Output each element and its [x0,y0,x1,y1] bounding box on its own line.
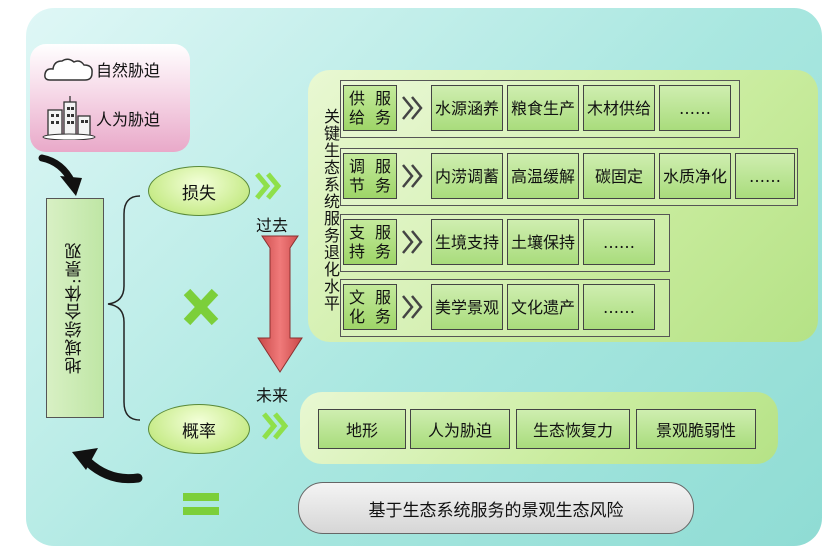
service-item-text: 生境 [434,232,467,252]
service-item-text: 生产 [543,98,576,118]
service-item-text: 水源 [434,98,467,118]
service-item: 美学景观 [431,284,503,330]
result-label: 基于生态系统服务的景观生态风险 [368,500,624,521]
service-item-text: 供给 [619,98,652,118]
probability-ellipse: 概率 [148,404,250,454]
cloud-icon [44,58,93,81]
curved-arrow-up-icon [83,457,143,484]
probability-factor: 生态恢复力 [516,409,630,449]
probability-factor: 景观脆弱性 [636,409,756,449]
probability-label: 概率 [182,421,216,442]
chevron-right-icon [402,96,423,120]
time-arrow-icon [257,235,303,373]
service-item: 碳固定 [583,153,655,199]
landscape-box: 地域综合体:景观 [46,198,104,418]
service-item-text: …… [603,232,635,252]
service-item-text: 高温 [510,166,543,186]
service-item-text: 木材 [586,98,619,118]
service-item: 木材供给 [583,85,655,131]
service-item: 高温缓解 [507,153,579,199]
probability-factor: 地形 [318,409,406,449]
service-panel-title: 关键生态系统服务退化水平 [321,108,340,312]
chevron-right-icon [255,172,282,200]
service-category-text: 供给 [348,89,365,127]
service-category-text: 支持 [348,223,365,261]
service-item-text: 遗产 [543,297,576,317]
probability-factor: 人为胁迫 [410,409,510,449]
service-category: 供给服务 [343,85,397,131]
curved-arrow-up-head-icon [72,448,98,470]
service-item-text: 土壤 [510,232,543,252]
service-item: 水源涵养 [431,85,503,131]
brace-icon [107,195,141,421]
human-stress-label: 人为胁迫 [96,110,161,129]
service-category-text: 文化 [348,288,365,326]
service-item: 水质净化 [659,153,731,199]
city-icon [42,96,96,140]
human-stress-row: 人为胁迫 [42,96,160,140]
multiply-icon [183,288,219,326]
service-category-text: 服务 [374,223,391,261]
service-item-text: 缓解 [543,166,576,186]
service-item-text: …… [749,166,781,186]
service-row: 供给服务水源涵养粮食生产木材供给…… [340,80,740,138]
service-item: 文化遗产 [507,284,579,330]
service-item-text: 支持 [467,232,500,252]
service-row: 文化服务美学景观文化遗产…… [340,279,670,337]
service-category-text: 服务 [374,157,391,195]
service-item-text: 水质 [662,166,695,186]
equals-icon [183,493,219,515]
service-category: 文化服务 [343,284,397,330]
future-label: 未来 [256,386,289,405]
loss-ellipse: 损失 [148,166,250,216]
service-item: 生境支持 [431,219,503,265]
service-category: 调节服务 [343,153,397,199]
natural-stress-row: 自然胁迫 [42,54,160,84]
chevron-right-icon [402,295,423,319]
service-row: 支持服务生境支持土壤保持…… [340,214,670,272]
service-item: …… [659,85,731,131]
chevron-right-icon [402,164,423,188]
service-item: 粮食生产 [507,85,579,131]
service-row: 调节服务内涝调蓄高温缓解碳固定水质净化…… [340,148,798,206]
service-item-text: 保持 [543,232,576,252]
service-category-text: 服务 [374,288,391,326]
chevron-right-icon [262,412,289,440]
past-label: 过去 [256,216,289,235]
service-item: 土壤保持 [507,219,579,265]
service-item-text: 文化 [510,297,543,317]
service-item-text: 美学 [434,297,467,317]
service-category-text: 调节 [348,157,365,195]
natural-stress-label: 自然胁迫 [96,61,161,80]
chevron-right-icon [402,230,423,254]
service-item-text: 景观 [467,297,500,317]
service-item-text: 调蓄 [467,166,500,186]
service-item-text: …… [679,98,711,118]
service-item: …… [583,219,655,265]
service-item: …… [735,153,795,199]
service-item: …… [583,284,655,330]
result-box: 基于生态系统服务的景观生态风险 [298,482,694,534]
loss-label: 损失 [182,183,216,204]
service-item-text: 碳固定 [594,166,643,186]
service-category: 支持服务 [343,219,397,265]
service-item-text: 净化 [695,166,728,186]
service-item-text: 内涝 [434,166,467,186]
service-item-text: …… [603,297,635,317]
curved-arrow-down-head-icon [60,176,82,196]
service-item-text: 涵养 [467,98,500,118]
service-item-text: 粮食 [510,98,543,118]
service-category-text: 服务 [374,89,391,127]
service-item: 内涝调蓄 [431,153,503,199]
